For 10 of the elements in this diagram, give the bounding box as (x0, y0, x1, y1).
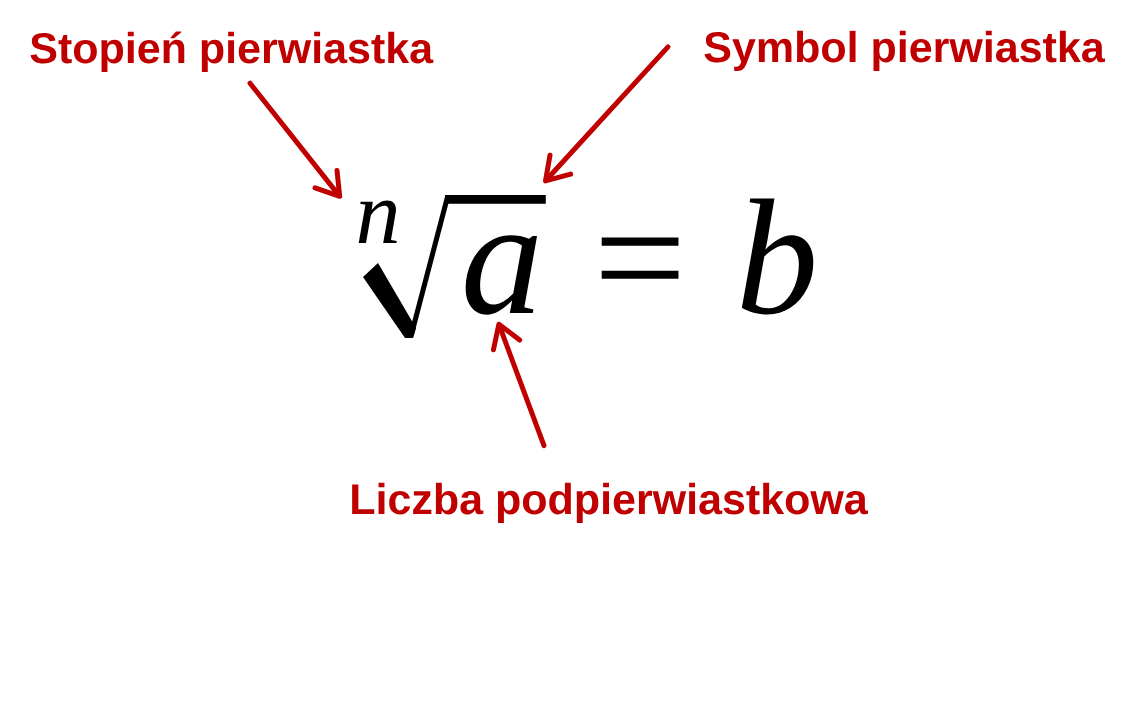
arrow (543, 44, 671, 184)
math-variable: b (741, 198, 814, 315)
callout-label: Liczba podpierwiastkowa (352, 482, 869, 523)
math-variable: a (465, 235, 538, 315)
equals-sign: = (601, 237, 679, 279)
callout-label: Symbol pierwiastka (704, 30, 1105, 71)
arrow (247, 80, 343, 199)
math-variable: n (358, 200, 397, 243)
arrow (490, 321, 547, 449)
callout-label: Stopień pierwiastka (30, 31, 434, 72)
